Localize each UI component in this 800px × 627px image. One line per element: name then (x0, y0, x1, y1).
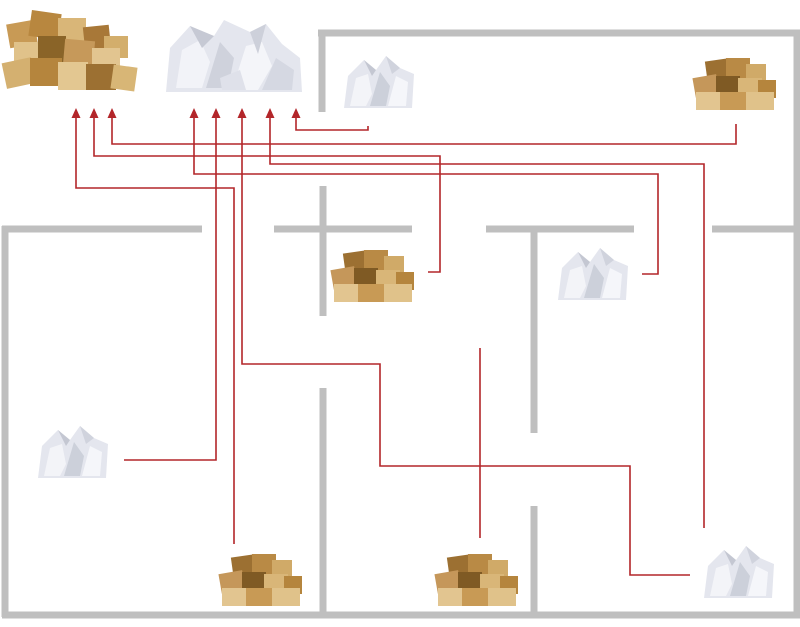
route-line (93, 114, 441, 273)
cardboard-box-pile-icon (330, 250, 414, 302)
cardboard-box-pile-icon (434, 554, 518, 606)
arrowhead-icon (265, 108, 275, 118)
collection-routes (71, 108, 737, 576)
crumpled-paper-pile-icon (704, 546, 774, 598)
route-line (75, 114, 235, 544)
route-line (193, 114, 659, 275)
route-line (241, 114, 690, 576)
route-line (111, 114, 737, 145)
cardboard-box-pile-icon (218, 554, 302, 606)
arrowhead-icon (211, 108, 221, 118)
arrowhead-icon (71, 108, 81, 118)
route-line (124, 114, 217, 461)
route-line (295, 114, 369, 131)
walls (1, 29, 800, 619)
arrowhead-icon (291, 108, 301, 118)
cardboard-box-pile-icon (1, 10, 138, 92)
arrowhead-icon (107, 108, 117, 118)
crumpled-paper-pile-icon (38, 426, 108, 478)
crumpled-paper-pile-icon (166, 20, 302, 92)
material-piles (1, 10, 776, 606)
route-line (269, 114, 705, 528)
arrowhead-icon (189, 108, 199, 118)
arrowhead-icon (89, 108, 99, 118)
crumpled-paper-pile-icon (558, 248, 628, 300)
crumpled-paper-pile-icon (344, 56, 414, 108)
cardboard-box-pile-icon (692, 58, 776, 110)
arrowhead-icon (237, 108, 247, 118)
